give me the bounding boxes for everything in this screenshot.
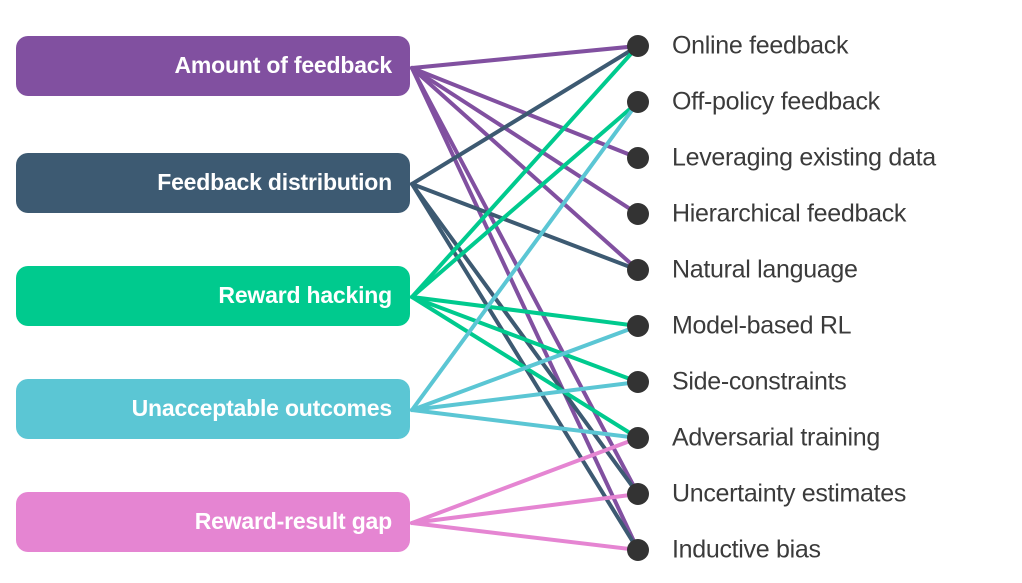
- edge-unacceptable-outcomes-to-off-policy-feedback: [410, 100, 640, 412]
- edge-unacceptable-outcomes-to-model-based-rl: [410, 324, 640, 412]
- edge-amount-of-feedback-to-hierarchical-feedback: [410, 66, 640, 216]
- approach-node-inductive-bias[interactable]: Inductive bias: [627, 536, 821, 564]
- approach-node-hierarchical-feedback[interactable]: Hierarchical feedback: [627, 200, 907, 228]
- challenge-box-label: Amount of feedback: [175, 52, 393, 78]
- approach-dot-icon: [627, 35, 649, 57]
- edge-unacceptable-outcomes-to-side-constraints: [410, 380, 640, 412]
- challenge-box-label: Feedback distribution: [157, 169, 392, 195]
- approach-dot-icon: [627, 91, 649, 113]
- edge-reward-result-gap-to-inductive-bias: [410, 521, 640, 552]
- approach-node-online-feedback[interactable]: Online feedback: [627, 32, 849, 60]
- challenge-box-amount-of-feedback[interactable]: Amount of feedback: [16, 36, 410, 96]
- edge-unacceptable-outcomes-to-adversarial-training: [410, 408, 640, 440]
- challenge-box-rect: [16, 36, 410, 96]
- challenge-box-unacceptable-outcomes[interactable]: Unacceptable outcomes: [16, 379, 410, 439]
- edge-reward-result-gap-to-adversarial-training: [410, 436, 640, 525]
- approach-dot-icon: [627, 259, 649, 281]
- approach-node-adversarial-training[interactable]: Adversarial training: [627, 424, 880, 452]
- challenge-box-label: Reward-result gap: [195, 508, 392, 534]
- challenge-box-reward-result-gap[interactable]: Reward-result gap: [16, 492, 410, 552]
- challenge-box-feedback-distribution[interactable]: Feedback distribution: [16, 153, 410, 213]
- approach-label: Inductive bias: [672, 536, 821, 564]
- approach-label: Side-constraints: [672, 368, 846, 396]
- approach-dot-icon: [627, 483, 649, 505]
- challenge-box-reward-hacking[interactable]: Reward hacking: [16, 266, 410, 326]
- challenge-box-rect: [16, 266, 410, 326]
- approach-dot-icon: [627, 371, 649, 393]
- edge-amount-of-feedback-to-inductive-bias: [410, 66, 640, 552]
- edge-reward-hacking-to-model-based-rl: [410, 295, 640, 328]
- challenge-box-rect: [16, 379, 410, 439]
- edge-feedback-distribution-to-natural-language: [410, 182, 640, 272]
- edge-reward-hacking-to-online-feedback: [410, 44, 640, 299]
- edge-amount-of-feedback-to-uncertainty-estimates: [410, 66, 640, 496]
- approach-dot-icon: [627, 427, 649, 449]
- challenge-box-rect: [16, 153, 410, 213]
- approach-label: Adversarial training: [672, 424, 880, 452]
- approach-node-off-policy-feedback[interactable]: Off-policy feedback: [627, 88, 881, 116]
- approach-dot-icon: [627, 203, 649, 225]
- approach-dot-icon: [627, 147, 649, 169]
- approach-node-leveraging-existing-data[interactable]: Leveraging existing data: [627, 144, 937, 172]
- edges-layer: [410, 44, 640, 552]
- approach-label: Uncertainty estimates: [672, 480, 906, 508]
- approach-node-natural-language[interactable]: Natural language: [627, 256, 858, 284]
- challenge-box-label: Reward hacking: [218, 282, 392, 308]
- approach-node-model-based-rl[interactable]: Model-based RL: [627, 312, 852, 340]
- approach-dot-icon: [627, 539, 649, 561]
- approach-label: Leveraging existing data: [672, 144, 936, 172]
- approach-label: Hierarchical feedback: [672, 200, 907, 228]
- challenge-box-rect: [16, 492, 410, 552]
- edge-reward-result-gap-to-uncertainty-estimates: [410, 492, 640, 525]
- challenge-box-label: Unacceptable outcomes: [132, 395, 392, 421]
- approach-node-side-constraints[interactable]: Side-constraints: [627, 368, 847, 396]
- edge-amount-of-feedback-to-online-feedback: [410, 44, 640, 70]
- approach-node-uncertainty-estimates[interactable]: Uncertainty estimates: [627, 480, 906, 508]
- approach-label: Off-policy feedback: [672, 88, 881, 116]
- edge-reward-hacking-to-side-constraints: [410, 295, 640, 384]
- approach-dot-icon: [627, 315, 649, 337]
- edge-feedback-distribution-to-online-feedback: [410, 44, 640, 186]
- approach-label: Online feedback: [672, 32, 849, 60]
- edge-reward-hacking-to-off-policy-feedback: [410, 100, 640, 299]
- approach-label: Model-based RL: [672, 312, 852, 340]
- approach-label: Natural language: [672, 256, 858, 284]
